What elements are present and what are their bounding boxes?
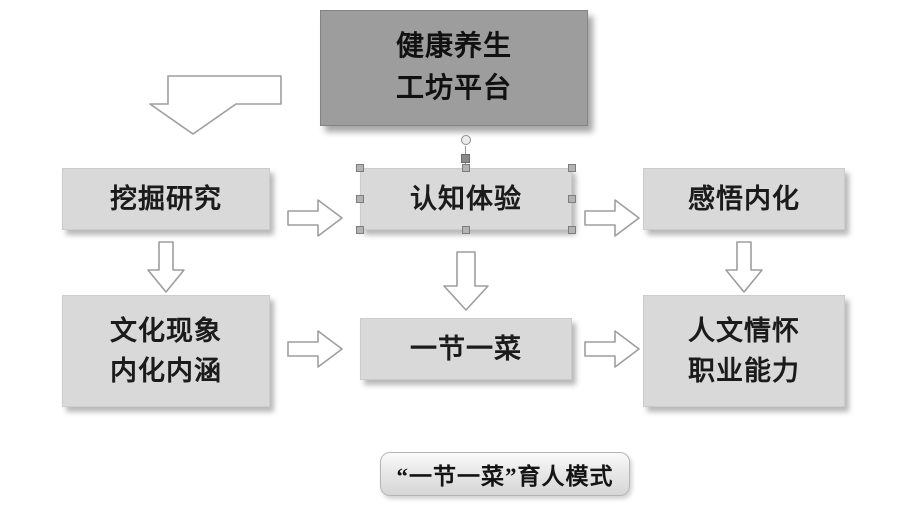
box-cultural-phenomenon-line2: 内化内涵 bbox=[110, 356, 222, 386]
selection-handle-middle-right[interactable] bbox=[568, 195, 576, 203]
box-one-lesson-one-dish-label: 一节一菜 bbox=[410, 333, 522, 364]
down-arrow[interactable] bbox=[724, 241, 764, 294]
diagram-caption-label: “一节一菜”育人模式 bbox=[396, 464, 614, 489]
down-arrow[interactable] bbox=[442, 251, 490, 312]
top-box-line1: 健康养生 bbox=[395, 31, 512, 62]
selection-handle-bottom-left[interactable] bbox=[356, 226, 364, 234]
selection-handle-top-center[interactable] bbox=[462, 164, 470, 172]
right-arrow[interactable] bbox=[584, 198, 641, 238]
box-cultural-phenomenon-line1: 文化现象 bbox=[110, 315, 222, 346]
box-cultural-phenomenon[interactable]: 文化现象 内化内涵 bbox=[62, 295, 270, 407]
right-arrow[interactable] bbox=[287, 329, 344, 369]
box-cognitive-experience[interactable]: 认知体验 bbox=[360, 168, 572, 230]
box-humanistic-ability-line2: 职业能力 bbox=[688, 356, 800, 386]
adjust-handle[interactable] bbox=[461, 154, 470, 163]
box-one-lesson-one-dish[interactable]: 一节一菜 bbox=[360, 318, 572, 380]
selection-handle-top-left[interactable] bbox=[356, 164, 364, 172]
box-digging-research[interactable]: 挖掘研究 bbox=[62, 168, 270, 230]
down-arrow[interactable] bbox=[146, 241, 186, 294]
box-humanistic-ability-line1: 人文情怀 bbox=[688, 315, 800, 346]
selection-handle-top-right[interactable] bbox=[568, 164, 576, 172]
box-humanistic-ability[interactable]: 人文情怀 职业能力 bbox=[643, 295, 845, 407]
right-arrow[interactable] bbox=[584, 329, 641, 369]
top-box-line2: 工坊平台 bbox=[395, 73, 512, 104]
box-comprehension-internalization[interactable]: 感悟内化 bbox=[643, 168, 845, 230]
selection-handle-bottom-center[interactable] bbox=[462, 226, 470, 234]
selection-handle-middle-left[interactable] bbox=[356, 195, 364, 203]
rotation-handle-icon[interactable] bbox=[461, 135, 471, 145]
box-cognitive-experience-label: 认知体验 bbox=[410, 183, 522, 214]
right-arrow[interactable] bbox=[287, 198, 344, 238]
box-comprehension-internalization-label: 感悟内化 bbox=[688, 183, 800, 214]
box-digging-research-label: 挖掘研究 bbox=[110, 183, 222, 214]
diagram-caption[interactable]: “一节一菜”育人模式 bbox=[380, 452, 630, 496]
selection-handle-bottom-right[interactable] bbox=[568, 226, 576, 234]
top-box-platform[interactable]: 健康养生 工坊平台 bbox=[320, 10, 588, 126]
bent-down-arrow[interactable] bbox=[140, 68, 290, 140]
